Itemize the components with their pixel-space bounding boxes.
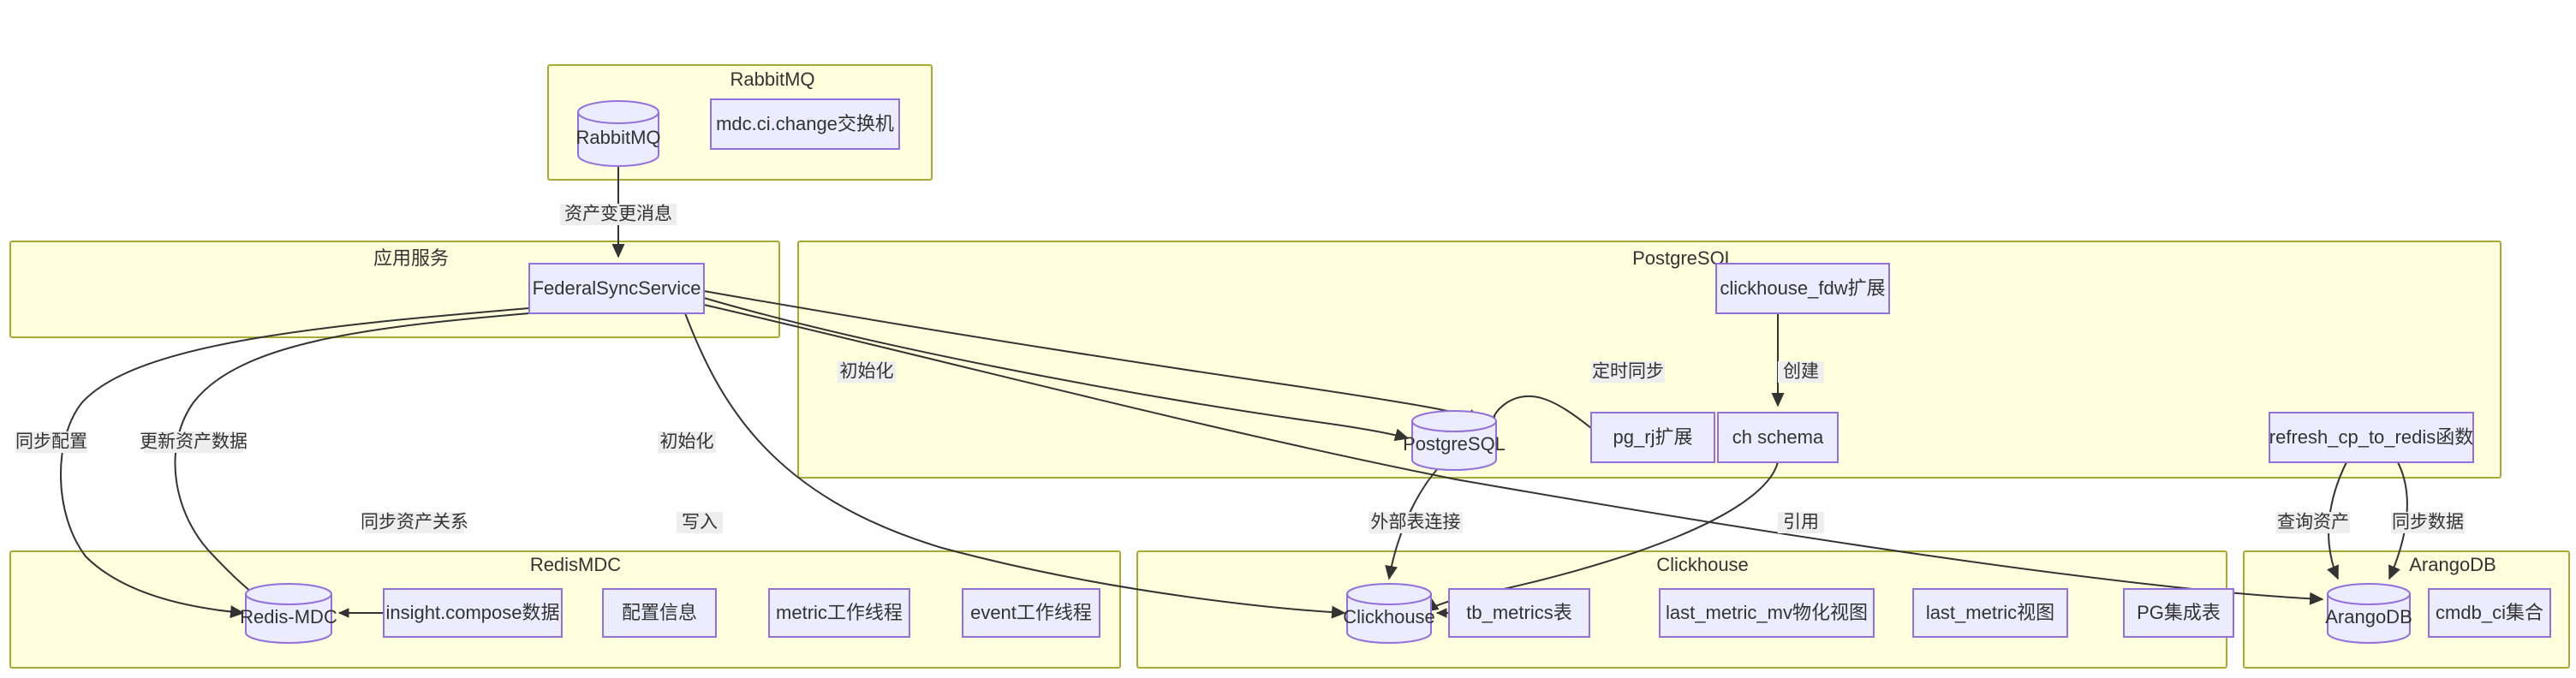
node-insight-compose-label: insight.compose数据 xyxy=(386,602,560,623)
cluster-postgresql: PostgreSQL xyxy=(797,241,2501,479)
node-arangodb-cylinder[interactable]: ArangoDB xyxy=(2325,583,2412,644)
edge-federalsync-to-postgres-init2 xyxy=(703,290,1483,422)
node-exchange-label: mdc.ci.change交换机 xyxy=(716,113,894,134)
node-refresh-cp-to-redis[interactable]: refresh_cp_to_redis函数 xyxy=(2269,412,2474,463)
node-insight-compose[interactable]: insight.compose数据 xyxy=(383,588,563,638)
node-ch-schema-label: ch schema xyxy=(1732,426,1824,448)
edge-label-sync-config: 同步配置 xyxy=(15,432,87,452)
cluster-app-title: 应用服务 xyxy=(373,247,449,269)
cluster-redismdc-title: RedisMDC xyxy=(530,554,621,575)
node-pg-integration-table-label: PG集成表 xyxy=(2137,602,2221,623)
node-config-info[interactable]: 配置信息 xyxy=(602,588,717,638)
edge-label-init-left: 初始化 xyxy=(660,432,714,452)
node-clickhouse-fdw[interactable]: clickhouse_fdw扩展 xyxy=(1715,263,1890,314)
edge-label-bg-3 xyxy=(144,431,243,453)
edge-federalsync-to-redis-update xyxy=(174,312,530,612)
edge-label-bg-7 xyxy=(838,361,896,383)
edge-label-create: 创建 xyxy=(1783,362,1819,382)
node-event-worker-thread[interactable]: event工作线程 xyxy=(962,588,1100,638)
node-pg-rj[interactable]: pg_rj扩展 xyxy=(1590,412,1715,463)
edge-federalsync-to-postgres-init xyxy=(703,297,1410,442)
edge-label-bg-13 xyxy=(2391,512,2465,533)
edge-label-bg-9 xyxy=(1778,361,1824,383)
edge-label-query-asset: 查询资产 xyxy=(2277,513,2349,532)
node-metric-worker-thread[interactable]: metric工作线程 xyxy=(768,588,910,638)
node-last-metric-view[interactable]: last_metric视图 xyxy=(1912,588,2068,638)
node-cmdb-ci-collection-label: cmdb_ci集合 xyxy=(2436,602,2543,623)
node-clickhouse-cylinder[interactable]: Clickhouse xyxy=(1343,583,1435,644)
cluster-redismdc: RedisMDC xyxy=(9,550,1121,669)
node-federalsyncservice-label: FederalSyncService xyxy=(533,277,701,299)
edge-label-bg-1 xyxy=(560,204,677,225)
node-redis-mdc-cylinder[interactable]: Redis-MDC xyxy=(240,583,337,644)
edge-label-bg-10 xyxy=(1778,512,1824,533)
node-cmdb-ci-collection[interactable]: cmdb_ci集合 xyxy=(2428,588,2551,638)
node-federalsyncservice[interactable]: FederalSyncService xyxy=(528,263,705,314)
edge-label-update-asset-data: 更新资产数据 xyxy=(140,432,247,452)
node-refresh-cp-to-redis-label: refresh_cp_to_redis函数 xyxy=(2269,426,2473,448)
cluster-rabbitmq-title: RabbitMQ xyxy=(730,68,814,90)
edge-label-init-pg: 初始化 xyxy=(840,362,894,382)
cluster-arangodb-title: ArangoDB xyxy=(2409,554,2496,575)
edge-label-bg-11 xyxy=(1368,512,1463,533)
cluster-postgresql-box xyxy=(797,241,2501,479)
edge-label-bg-2 xyxy=(15,431,87,453)
node-postgresql-cylinder[interactable]: PostgreSQL xyxy=(1403,410,1506,471)
edge-labels-layer: 资产变更消息 同步配置 更新资产数据 同步资产关系 初始化 写入 初始化 定时同… xyxy=(15,204,2465,533)
edge-label-external-table-link: 外部表连接 xyxy=(1371,513,1461,532)
edge-label-bg-12 xyxy=(2276,512,2350,533)
edge-label-scheduled-sync: 定时同步 xyxy=(1592,362,1664,382)
node-tb-metrics-label: tb_metrics表 xyxy=(1466,602,1571,623)
edge-label-bg-8 xyxy=(1591,361,1665,383)
node-postgresql-cylinder-label: PostgreSQL xyxy=(1403,433,1506,455)
node-last-metric-mv-label: last_metric_mv物化视图 xyxy=(1666,602,1868,623)
node-clickhouse-fdw-label: clickhouse_fdw扩展 xyxy=(1720,277,1885,299)
edge-label-bg-6 xyxy=(677,512,723,533)
edge-label-bg-5 xyxy=(658,431,716,453)
cluster-clickhouse-title: Clickhouse xyxy=(1656,554,1749,575)
node-event-worker-thread-label: event工作线程 xyxy=(970,602,1092,623)
node-config-info-label: 配置信息 xyxy=(622,602,697,623)
edge-label-write: 写入 xyxy=(682,513,718,532)
node-ch-schema[interactable]: ch schema xyxy=(1717,412,1839,463)
node-arangodb-cylinder-label: ArangoDB xyxy=(2325,606,2412,627)
node-pg-rj-label: pg_rj扩展 xyxy=(1613,426,1693,448)
edge-label-asset-change-msg: 资产变更消息 xyxy=(564,205,672,224)
node-redis-mdc-cylinder-label: Redis-MDC xyxy=(240,606,337,627)
edge-federalsync-to-redis-config xyxy=(60,307,530,619)
node-last-metric-view-label: last_metric视图 xyxy=(1926,602,2054,623)
node-clickhouse-cylinder-label: Clickhouse xyxy=(1343,606,1435,627)
edge-federalsync-to-clickhouse-write xyxy=(684,312,1346,619)
node-rabbitmq-cylinder-label: RabbitMQ xyxy=(575,127,660,148)
edge-federalsync-to-arango-relation xyxy=(703,304,2324,605)
edge-label-sync-data: 同步数据 xyxy=(2392,513,2464,532)
node-pg-integration-table[interactable]: PG集成表 xyxy=(2123,588,2234,638)
edge-label-sync-asset-relation: 同步资产关系 xyxy=(361,513,468,532)
edge-label-reference: 引用 xyxy=(1783,513,1819,532)
node-last-metric-mv[interactable]: last_metric_mv物化视图 xyxy=(1659,588,1875,638)
node-rabbitmq-cylinder[interactable]: RabbitMQ xyxy=(575,100,661,167)
node-metric-worker-thread-label: metric工作线程 xyxy=(776,602,903,623)
edge-chschema-to-clickhouse-ref xyxy=(1423,461,1779,612)
node-tb-metrics[interactable]: tb_metrics表 xyxy=(1448,588,1590,638)
edge-label-bg-4 xyxy=(365,512,464,533)
node-exchange[interactable]: mdc.ci.change交换机 xyxy=(710,98,900,150)
